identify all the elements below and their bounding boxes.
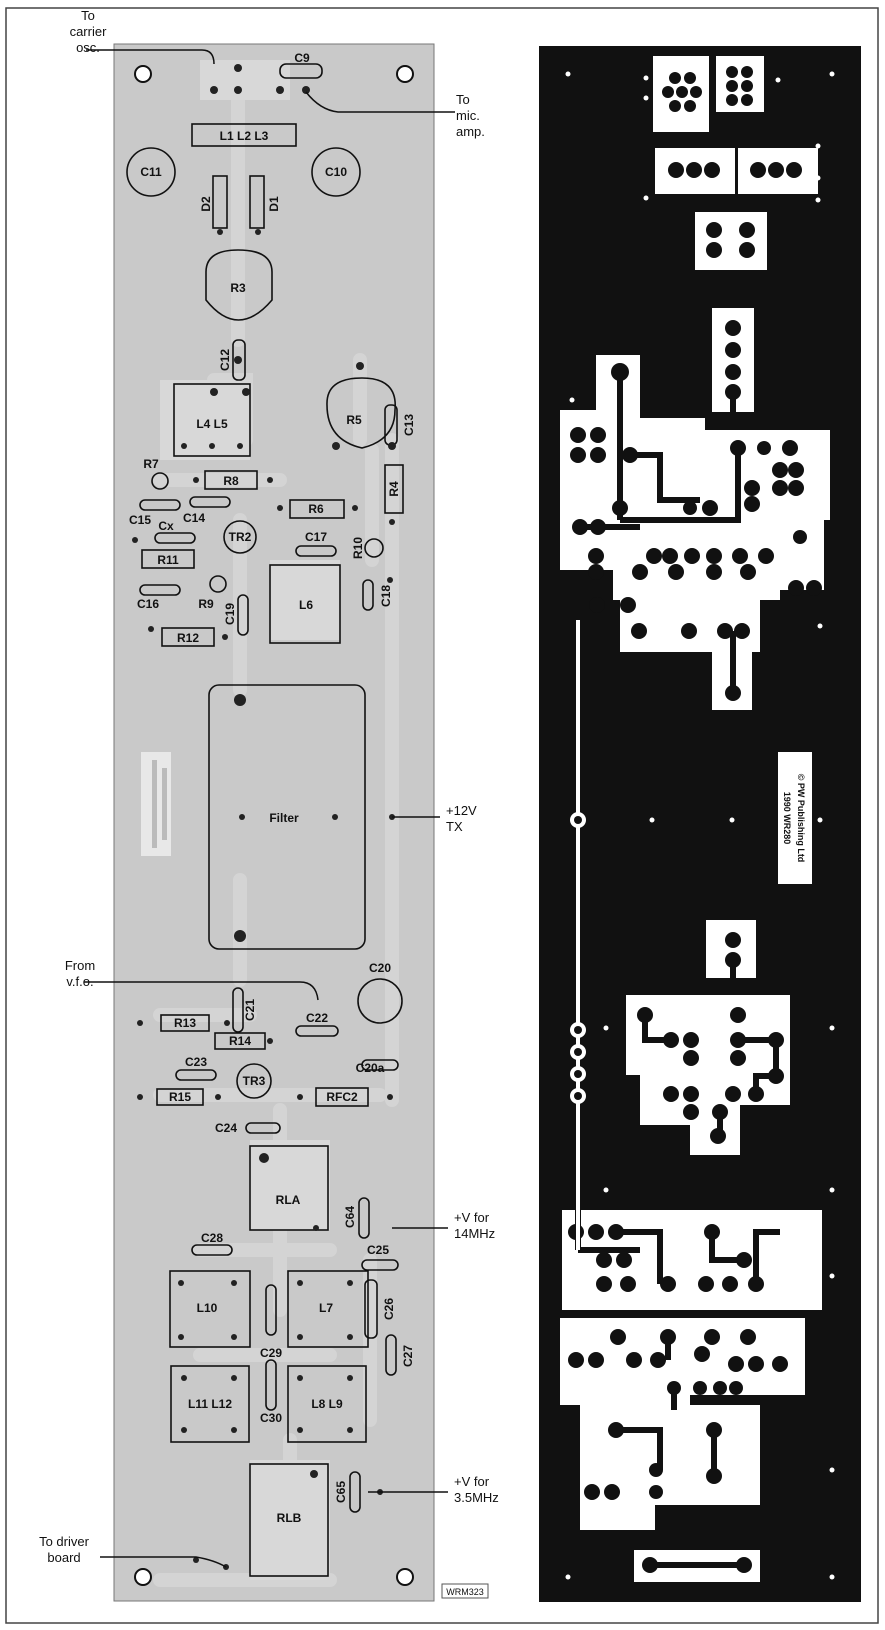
label-v14-line1: +V for — [454, 1210, 490, 1225]
foil-copyright-line1: © PW Publishing Ltd — [796, 774, 806, 863]
label-c19: C19 — [223, 603, 237, 625]
label-tr3: TR3 — [243, 1074, 266, 1088]
component-outlines — [126, 63, 404, 1577]
foil-copyright-line2: 1990 WR280 — [782, 792, 792, 845]
foil-copyright: © PW Publishing Ltd 1990 WR280 — [778, 752, 812, 884]
label-r10: R10 — [351, 537, 365, 559]
label-c10: C10 — [325, 165, 347, 179]
label-c11: C11 — [140, 165, 162, 179]
label-r12: R12 — [177, 631, 199, 645]
label-r14: R14 — [229, 1034, 251, 1048]
label-c24: C24 — [215, 1121, 237, 1135]
label-c27: C27 — [401, 1345, 415, 1367]
label-c12: C12 — [218, 349, 232, 371]
copper-tracks — [153, 60, 399, 1587]
label-c14: C14 — [183, 511, 205, 525]
label-rla: RLA — [276, 1193, 301, 1207]
label-to-driver-line1: To driver — [39, 1534, 90, 1549]
label-c13: C13 — [402, 414, 416, 436]
label-to-driver-line2: board — [47, 1550, 80, 1565]
label-c65: C65 — [334, 1481, 348, 1503]
label-c64: C64 — [343, 1206, 357, 1228]
mounting-holes — [134, 65, 414, 1586]
label-v12-line2: TX — [446, 819, 463, 834]
external-labels: To carrier osc. To mic. amp. +12V TX Fro… — [39, 8, 499, 1565]
component-pads — [132, 64, 396, 1570]
label-to-mic-line1: To — [456, 92, 470, 107]
mirrored-notice-text-1 — [152, 760, 157, 848]
label-to-mic-line2: mic. — [456, 108, 480, 123]
label-to-carrier-line2: carrier — [70, 24, 108, 39]
label-r4: R4 — [387, 481, 401, 497]
label-d2: D2 — [199, 196, 213, 212]
label-from-vfo-line2: v.f.o. — [66, 974, 93, 989]
label-r13: R13 — [174, 1016, 196, 1030]
foil-layout-board: © PW Publishing Ltd 1990 WR280 — [539, 46, 861, 1602]
label-c30: C30 — [260, 1411, 282, 1425]
label-l11l12: L11 L12 — [188, 1397, 232, 1411]
label-r15: R15 — [169, 1090, 191, 1104]
label-to-carrier-line1: To — [81, 8, 95, 23]
label-rfc2: RFC2 — [326, 1090, 358, 1104]
label-c15: C15 — [129, 513, 151, 527]
label-l6: L6 — [299, 598, 313, 612]
label-c17: C17 — [305, 530, 327, 544]
artwork-code: WRM323 — [446, 1587, 484, 1597]
label-c26: C26 — [382, 1298, 396, 1320]
label-l10: L10 — [197, 1301, 218, 1315]
label-c29: C29 — [260, 1346, 282, 1360]
foil-via-dots — [565, 71, 835, 1580]
label-r7: R7 — [143, 457, 159, 471]
label-to-carrier-line3: osc. — [76, 40, 100, 55]
label-r11: R11 — [157, 553, 179, 567]
label-r9: R9 — [198, 597, 214, 611]
label-c21: C21 — [243, 999, 257, 1021]
label-r3: R3 — [230, 281, 246, 295]
label-r8: R8 — [223, 474, 239, 488]
label-l8l9: L8 L9 — [311, 1397, 343, 1411]
label-c20: C20 — [369, 961, 391, 975]
label-c18: C18 — [379, 585, 393, 607]
label-c20a: C20a — [356, 1061, 385, 1075]
label-c25: C25 — [367, 1243, 389, 1257]
label-c23: C23 — [185, 1055, 207, 1069]
label-v35-line2: 3.5MHz — [454, 1490, 499, 1505]
label-v14-line2: 14MHz — [454, 1226, 495, 1241]
label-l1l2l3: L1 L2 L3 — [220, 129, 269, 143]
label-l4l5: L4 L5 — [196, 417, 228, 431]
label-r5: R5 — [346, 413, 362, 427]
mirrored-notice-text-2 — [162, 768, 167, 840]
label-filter: Filter — [269, 811, 299, 825]
label-from-vfo-line1: From — [65, 958, 95, 973]
label-tr2: TR2 — [229, 530, 252, 544]
label-c28: C28 — [201, 1231, 223, 1245]
label-cx: Cx — [158, 519, 174, 533]
artwork-code-box — [441, 1583, 489, 1599]
component-layout-board: To carrier osc. To mic. amp. +12V TX Fro… — [39, 8, 499, 1602]
label-c9: C9 — [294, 51, 310, 65]
label-c22: C22 — [306, 1011, 328, 1025]
label-c16: C16 — [137, 597, 159, 611]
foil-pads-and-tracks — [568, 66, 822, 1573]
component-designators: C9 L1 L2 L3 C11 C10 D2 D1 R3 C12 L4 L5 R… — [129, 51, 416, 1525]
label-r6: R6 — [308, 502, 324, 516]
label-to-mic-line3: amp. — [456, 124, 485, 139]
label-l7: L7 — [319, 1301, 333, 1315]
label-d1: D1 — [267, 196, 281, 212]
label-v12-line1: +12V — [446, 803, 477, 818]
label-v35-line1: +V for — [454, 1474, 490, 1489]
external-wires — [84, 49, 455, 1568]
label-rlb: RLB — [277, 1511, 302, 1525]
